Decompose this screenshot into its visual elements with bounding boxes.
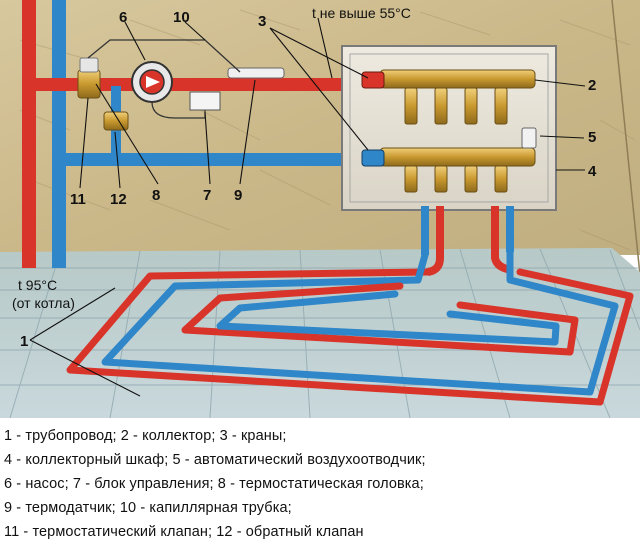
pump-arrow: [146, 76, 160, 88]
wire: [151, 101, 206, 119]
label-2: 2: [588, 77, 596, 94]
return-line: [52, 153, 357, 166]
temp-max-label: t не выше 55°C: [312, 5, 411, 21]
wall-corner: [611, 0, 640, 276]
leader-lines: [29, 17, 586, 397]
supply-tap: [361, 71, 385, 89]
label-8: 8: [152, 187, 160, 204]
label-11: 11: [70, 191, 86, 208]
legend-line: 4 - коллекторный шкаф; 5 - автоматически…: [4, 452, 426, 468]
supply-line: [22, 78, 357, 91]
legend-line: 6 - насос; 7 - блок управления; 8 - терм…: [4, 476, 424, 492]
supply-riser: [22, 0, 36, 268]
legend-line: 1 - трубопровод; 2 - коллектор; 3 - кран…: [4, 428, 287, 444]
check-valve: [103, 111, 129, 131]
floor-heating-loop: [66, 248, 634, 406]
label-1: 1: [20, 333, 28, 350]
temp-boiler-label: t 95°C: [18, 277, 57, 293]
legend-line: 11 - термостатический клапан; 12 - обрат…: [4, 524, 364, 540]
temperature-sensor: [227, 67, 285, 79]
label-4: 4: [588, 163, 597, 180]
air-vent: [521, 127, 537, 149]
collector-outlets: [404, 87, 508, 193]
return-riser: [52, 0, 66, 268]
label-5: 5: [588, 129, 596, 146]
illustration: 6 10 3 2 5 4 11 12 8 7 9 1 t не выше 55°…: [0, 0, 640, 418]
label-7: 7: [203, 187, 211, 204]
legend-line: 9 - термодатчик; 10 - капиллярная трубка…: [4, 500, 292, 516]
label-6: 6: [119, 9, 127, 26]
thermostatic-valve: [77, 69, 101, 99]
label-12: 12: [110, 191, 127, 208]
return-tap: [361, 149, 385, 167]
label-10: 10: [173, 9, 190, 26]
capillary-tube: [87, 39, 241, 73]
return-collector: [379, 147, 536, 167]
supply-collector: [379, 69, 536, 89]
temp-boiler-sub-label: (от котла): [12, 295, 75, 311]
label-9: 9: [234, 187, 242, 204]
legend: 1 - трубопровод; 2 - коллектор; 3 - кран…: [4, 424, 636, 544]
control-unit: [189, 91, 221, 111]
thermostatic-head: [79, 57, 99, 73]
label-3: 3: [258, 13, 266, 30]
